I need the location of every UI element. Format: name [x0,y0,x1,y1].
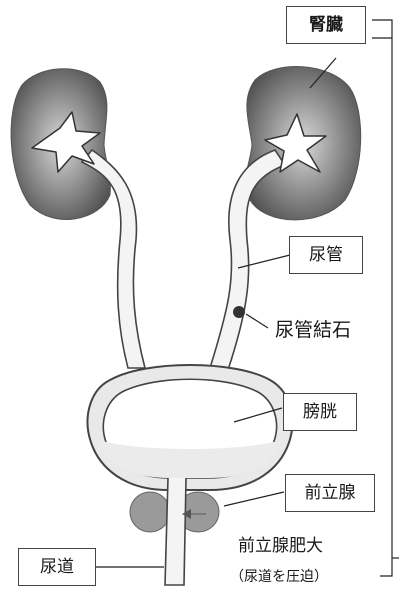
urethra-label: 尿道 [18,548,96,586]
ureter-stone [233,306,245,318]
right-bracket [372,19,393,577]
kidney-label: 腎臓 [286,6,366,44]
ureter-leader-line [237,254,291,269]
prostate-label: 前立腺 [285,474,375,512]
bladder-fluid-shade [98,440,282,478]
compression-arrow [182,509,206,519]
prostate-hypertrophy-label: 前立腺肥大 [238,536,323,556]
urethra-compression-label: （尿道を圧迫） [230,569,328,585]
left-renal-pelvis [31,111,101,173]
prostate-left-lobe [129,491,171,533]
prostate-leader-line [223,491,285,507]
right-renal-pelvis [264,113,327,173]
ureter-stone-leader-line [245,313,269,329]
ureter-label: 尿管 [289,236,363,274]
kidney-leader-line [309,57,337,89]
ureter-stone-label: 尿管結石 [275,319,352,341]
urethra-tube [164,477,187,586]
bladder-leader-line [233,407,283,423]
bladder-label: 膀胱 [283,393,357,431]
